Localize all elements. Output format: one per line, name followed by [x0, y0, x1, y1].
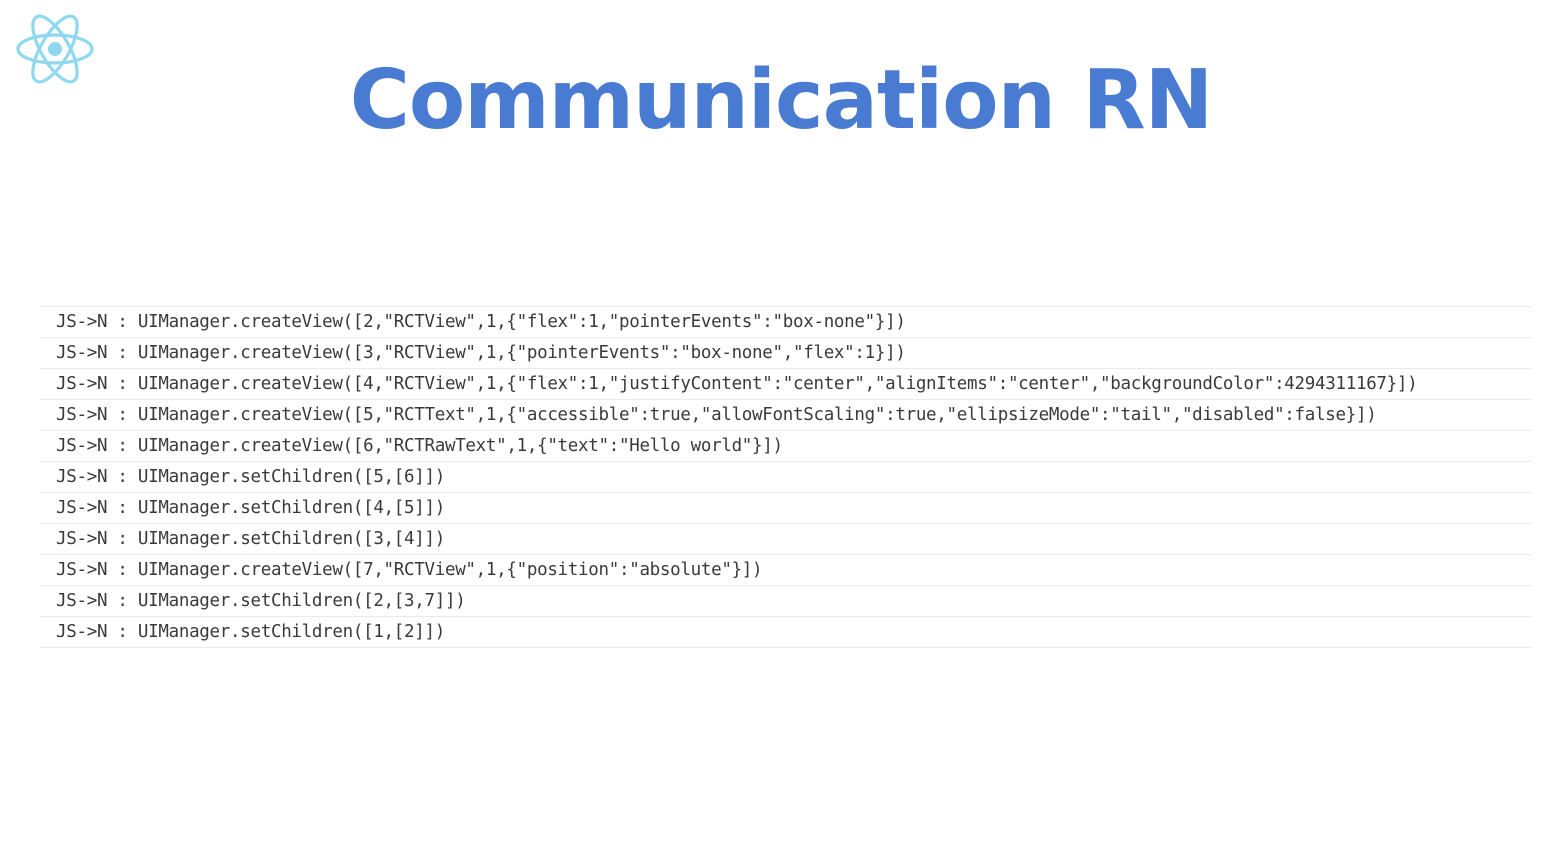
- log-line: JS->N : UIManager.setChildren([2,[3,7]]): [40, 586, 1532, 617]
- log-line: JS->N : UIManager.createView([6,"RCTRawT…: [40, 431, 1532, 462]
- console-log: JS->N : UIManager.createView([2,"RCTView…: [40, 306, 1532, 648]
- log-line: JS->N : UIManager.createView([4,"RCTView…: [40, 369, 1532, 400]
- log-line: JS->N : UIManager.createView([5,"RCTText…: [40, 400, 1532, 431]
- log-line: JS->N : UIManager.createView([3,"RCTView…: [40, 338, 1532, 369]
- log-line: JS->N : UIManager.createView([2,"RCTView…: [40, 307, 1532, 338]
- log-line: JS->N : UIManager.setChildren([1,[2]]): [40, 617, 1532, 648]
- page-title: Communication RN: [349, 53, 1214, 148]
- log-line: JS->N : UIManager.setChildren([3,[4]]): [40, 524, 1532, 555]
- react-atom-icon: [16, 14, 94, 84]
- log-line: JS->N : UIManager.setChildren([5,[6]]): [40, 462, 1532, 493]
- log-line: JS->N : UIManager.createView([7,"RCTView…: [40, 555, 1532, 586]
- log-line: JS->N : UIManager.setChildren([4,[5]]): [40, 493, 1532, 524]
